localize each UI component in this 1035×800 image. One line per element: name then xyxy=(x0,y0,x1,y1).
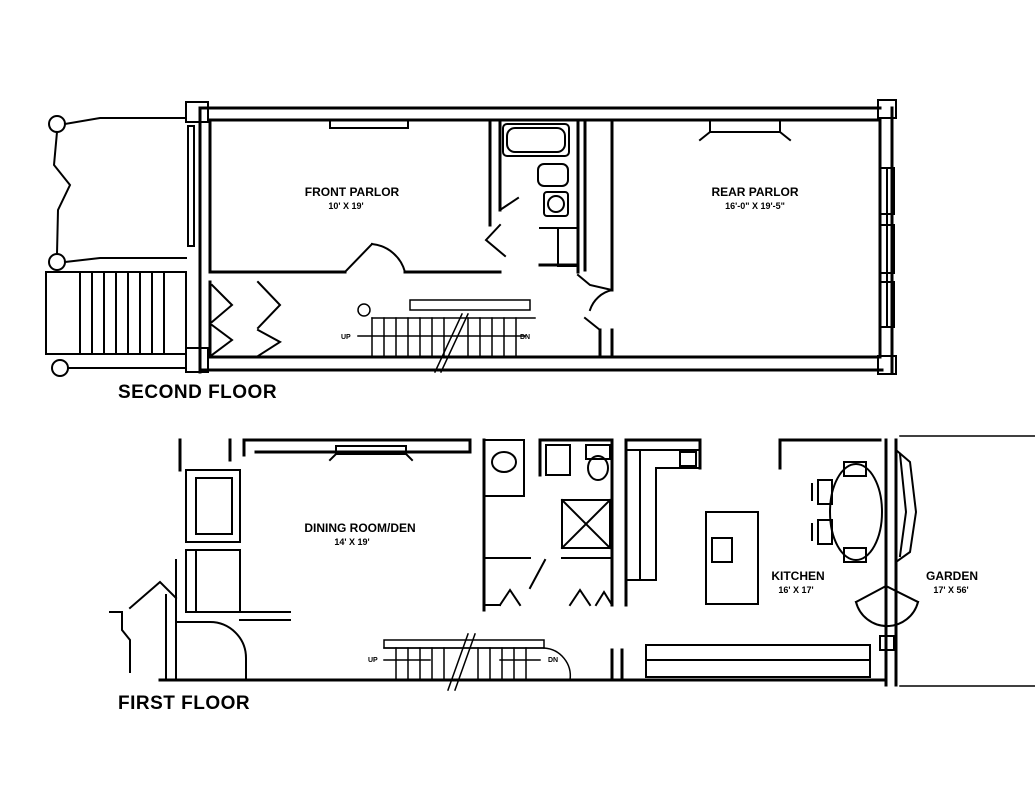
rear-windows xyxy=(879,167,895,328)
kitchen-name: KITCHEN xyxy=(771,569,824,583)
rear-parlor-size: 16'-0" X 19'-5" xyxy=(725,201,785,211)
rear-parlor-name: REAR PARLOR xyxy=(711,185,798,199)
garden-boundary xyxy=(899,435,1035,687)
front-stoop xyxy=(45,115,187,377)
kitchen-table xyxy=(811,461,883,563)
garden-door xyxy=(854,584,920,651)
first-floor-stair xyxy=(383,633,572,691)
garden-size: 17' X 56' xyxy=(933,585,968,595)
front-parlor-fireplace xyxy=(329,119,409,129)
first-floor-plan xyxy=(109,435,1035,691)
kitchen-size: 16' X 17' xyxy=(778,585,813,595)
second-floor-plan xyxy=(45,99,897,377)
first-floor-stair-down: DN xyxy=(548,657,558,664)
first-floor-stair-up: UP xyxy=(368,657,378,664)
rear-parlor-door xyxy=(576,273,614,332)
second-floor-stair xyxy=(357,299,536,373)
second-floor-stair-down: DN xyxy=(520,334,530,341)
rear-parlor-fireplace xyxy=(698,119,792,142)
dining-room-size: 14' X 19' xyxy=(334,537,369,547)
second-floor-bath xyxy=(484,123,579,267)
dining-room-name: DINING ROOM/DEN xyxy=(304,521,415,535)
front-parlor-size: 10' X 19' xyxy=(328,201,363,211)
second-floor-interior-walls xyxy=(208,118,614,359)
rear-bay-window xyxy=(894,448,918,564)
front-parlor-door xyxy=(343,242,407,274)
front-closet-doors xyxy=(210,280,282,358)
second-floor-posts xyxy=(185,99,897,375)
dining-fireplace xyxy=(328,445,414,462)
first-floor-bath xyxy=(483,439,614,607)
second-floor-exterior-walls xyxy=(198,106,894,374)
second-floor-stair-up: UP xyxy=(341,334,351,341)
second-floor-title: SECOND FLOOR xyxy=(118,382,277,403)
second-floor-labels: FRONT PARLOR 10' X 19' REAR PARLOR 16'-0… xyxy=(118,185,799,403)
front-vestibule xyxy=(109,469,291,681)
first-floor-title: FIRST FLOOR xyxy=(118,693,250,714)
first-floor-labels: DINING ROOM/DEN 14' X 19' KITCHEN 16' X … xyxy=(118,521,978,714)
garden-name: GARDEN xyxy=(926,569,978,583)
kitchen-counters xyxy=(627,449,871,678)
front-parlor-name: FRONT PARLOR xyxy=(305,185,400,199)
